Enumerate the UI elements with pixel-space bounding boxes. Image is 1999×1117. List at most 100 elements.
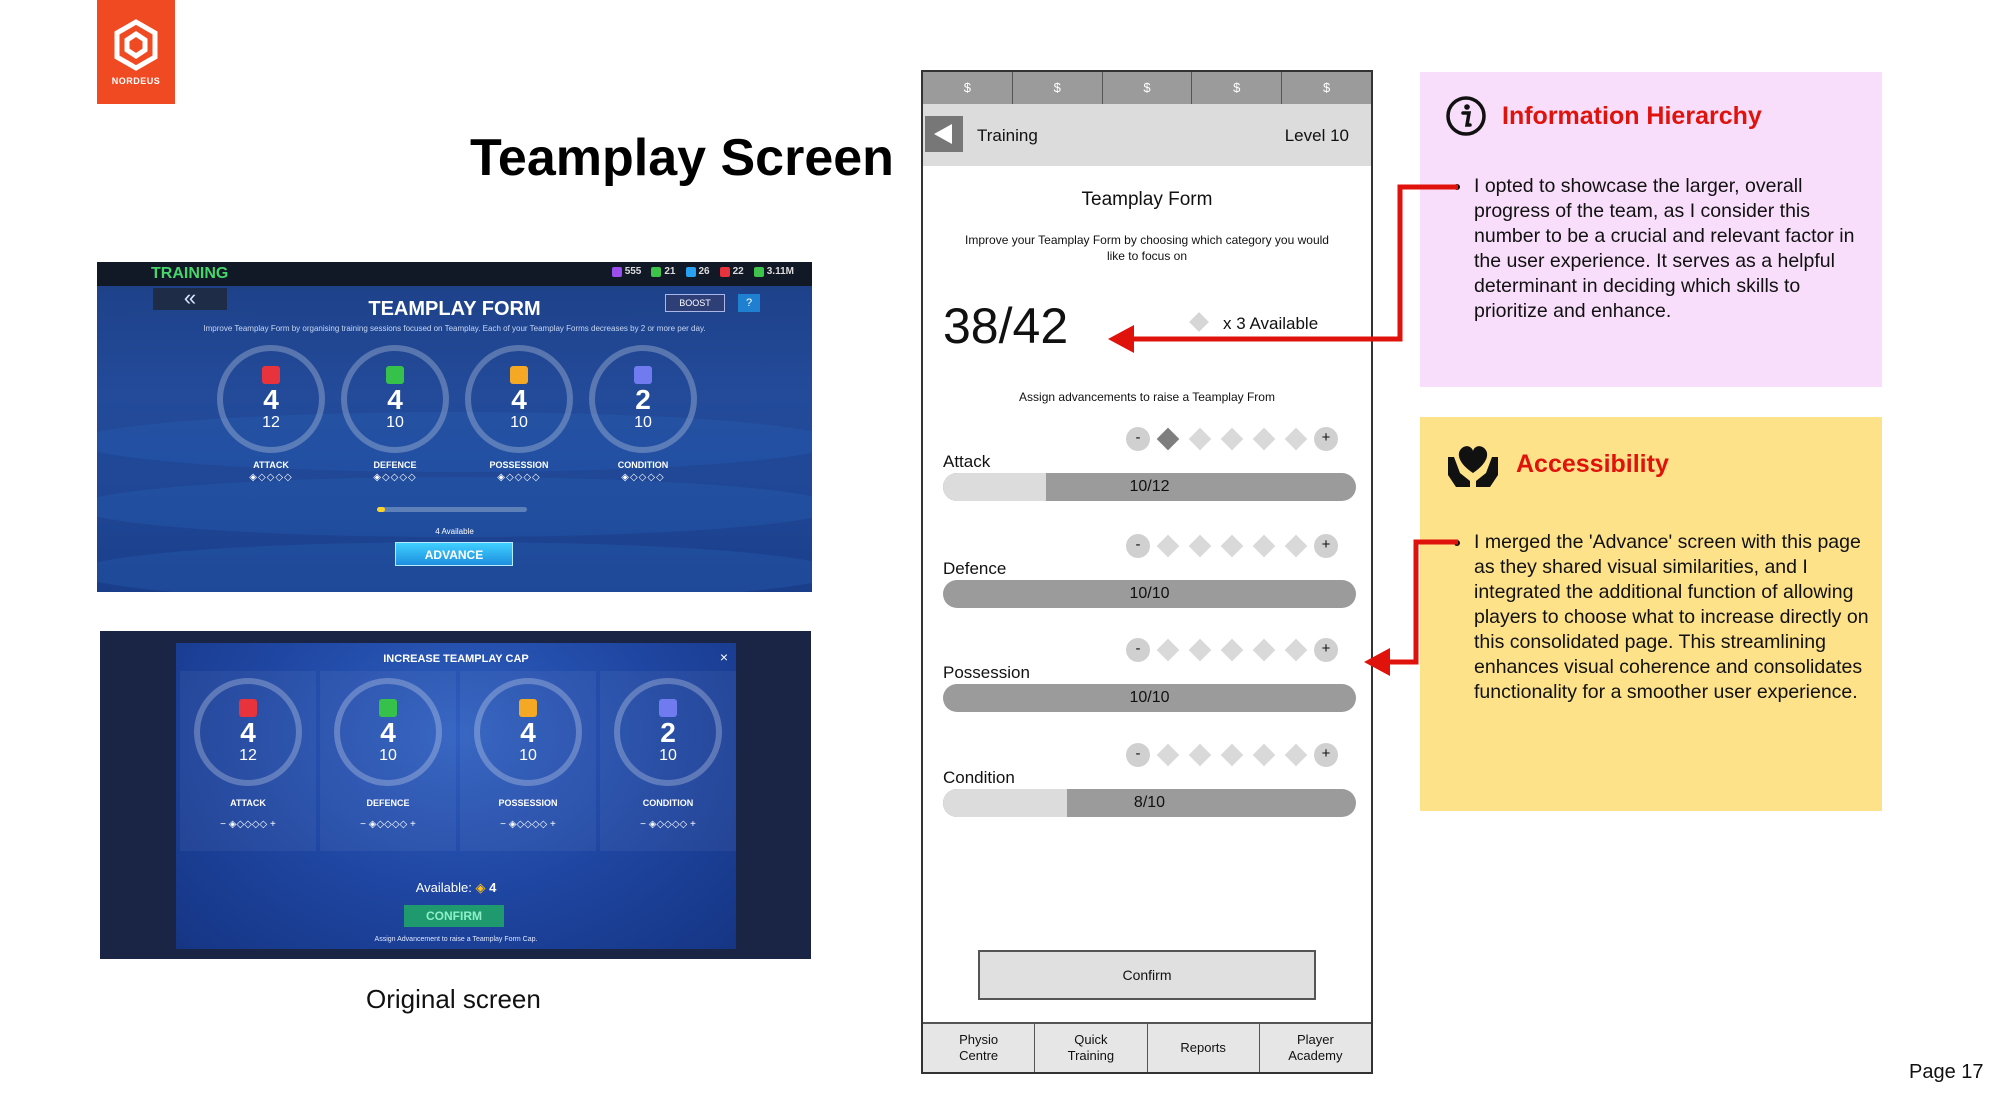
medical-icon bbox=[719, 266, 730, 277]
game-screen-subtitle: Improve Teamplay Form by organising trai… bbox=[203, 324, 706, 333]
help-button[interactable]: ? bbox=[738, 294, 760, 312]
resource-tokens: 21 bbox=[651, 266, 676, 277]
condition-icon bbox=[659, 699, 677, 717]
nav-player-academy[interactable]: Player Academy bbox=[1288, 1032, 1343, 1063]
currency-tab[interactable]: $ bbox=[1282, 72, 1371, 104]
currency-tab[interactable]: $ bbox=[1012, 72, 1103, 104]
confirm-button[interactable]: Confirm bbox=[978, 950, 1316, 1000]
game-back-button[interactable]: « bbox=[153, 287, 227, 310]
team-score: 38/42 bbox=[943, 298, 1069, 354]
modal-title: INCREASE TEAMPLAY CAP bbox=[383, 653, 529, 665]
possession-diamonds: ◈◇◇◇◇ bbox=[497, 472, 541, 483]
modal-defence-stepper[interactable]: − ◈◇◇◇◇ + bbox=[360, 819, 416, 830]
resource-money: 3.11M bbox=[753, 266, 794, 277]
modal-footer-text: Assign Advancement to raise a Teamplay F… bbox=[374, 936, 538, 943]
currency-tab[interactable]: $ bbox=[923, 72, 1013, 104]
nav-reports[interactable]: Reports bbox=[1148, 1024, 1260, 1072]
skill-stepper: -+ bbox=[1124, 534, 1340, 558]
defence-diamonds: ◈◇◇◇◇ bbox=[373, 472, 417, 483]
game-section-label: TRAINING bbox=[151, 265, 229, 282]
hands-heart-icon bbox=[1448, 446, 1498, 487]
skill-name: Possession bbox=[943, 663, 1030, 682]
skill-stepper: -+ bbox=[1124, 743, 1340, 767]
currency-tab[interactable]: $ bbox=[1102, 72, 1193, 104]
info-icon bbox=[1446, 96, 1486, 136]
wireframe-header: Training Level 10 bbox=[923, 104, 1371, 166]
wave-decoration bbox=[97, 412, 812, 472]
increase-cap-modal: INCREASE TEAMPLAY CAP × 4 12 4 10 4 10 2… bbox=[176, 643, 736, 949]
attack-label: ATTACK bbox=[253, 460, 289, 470]
modal-condition-stepper[interactable]: − ◈◇◇◇◇ + bbox=[640, 819, 696, 830]
attack-ring: 4 12 bbox=[217, 345, 325, 453]
condition-ring: 2 10 bbox=[589, 345, 697, 453]
resource-gems: 555 bbox=[611, 266, 641, 277]
hierarchy-arrow bbox=[1130, 184, 1458, 342]
bottom-nav: Physio Centre Quick Training Reports Pla… bbox=[923, 1022, 1371, 1072]
modal-close-button[interactable]: × bbox=[719, 649, 728, 665]
token-icon bbox=[651, 266, 662, 277]
modal-confirm-button[interactable]: CONFIRM bbox=[404, 905, 504, 927]
currency-tabs: $ $ $ $ $ bbox=[923, 72, 1371, 104]
advance-progress-bar bbox=[377, 507, 527, 512]
plus-button[interactable]: + bbox=[1314, 638, 1338, 662]
possession-ring: 4 10 bbox=[465, 345, 573, 453]
currency-tab[interactable]: $ bbox=[1192, 72, 1283, 104]
resource-bar: 555 21 26 22 3.11M bbox=[611, 266, 794, 277]
plus-button[interactable]: + bbox=[1314, 743, 1338, 767]
page-title: Teamplay Screen bbox=[470, 129, 894, 187]
skill-progress-fill bbox=[943, 789, 1067, 817]
available-advancements: 4 Available bbox=[435, 527, 474, 536]
minus-button[interactable]: - bbox=[1126, 427, 1150, 451]
note-title: Information Hierarchy bbox=[1502, 101, 1762, 130]
back-arrow-icon[interactable] bbox=[925, 116, 963, 152]
defence-icon bbox=[379, 699, 397, 717]
advancement-diamond-icon: ◈ bbox=[475, 880, 486, 895]
note-header: Accessibility bbox=[1444, 439, 1669, 489]
plus-button[interactable]: + bbox=[1314, 427, 1338, 451]
modal-defence-ring: 4 10 bbox=[334, 678, 442, 786]
skill-stepper: -+ bbox=[1124, 638, 1340, 662]
possession-label: POSSESSION bbox=[489, 460, 549, 470]
money-icon bbox=[753, 266, 764, 277]
note-title: Accessibility bbox=[1516, 449, 1669, 478]
arrow-head-icon bbox=[1108, 325, 1134, 353]
skill-value: 10/10 bbox=[1129, 689, 1170, 706]
game-screen-title: TEAMPLAY FORM bbox=[368, 298, 541, 320]
attack-diamonds: ◈◇◇◇◇ bbox=[249, 472, 293, 483]
gem-icon bbox=[611, 266, 622, 277]
modal-possession-stepper[interactable]: − ◈◇◇◇◇ + bbox=[500, 819, 556, 830]
skill-name: Defence bbox=[943, 559, 1007, 578]
modal-attack-stepper[interactable]: − ◈◇◇◇◇ + bbox=[220, 819, 276, 830]
defence-icon bbox=[386, 366, 404, 384]
page-number: Page 17 bbox=[1909, 1061, 1984, 1083]
modal-defence-label: DEFENCE bbox=[366, 798, 410, 808]
wireframe-phone: $ $ $ $ $ Training Level 10 Teamplay For… bbox=[921, 70, 1373, 1074]
boost-button[interactable]: BOOST bbox=[665, 294, 725, 312]
header-level: Level 10 bbox=[1284, 126, 1349, 145]
nav-quick-training[interactable]: Quick Training bbox=[1035, 1024, 1148, 1072]
original-screenshot-teamplay: TRAINING 555 21 26 22 3.11M « TEAMPLAY F… bbox=[97, 262, 812, 592]
assign-instruction: Assign advancements to raise a Teamplay … bbox=[1019, 390, 1275, 404]
attack-icon bbox=[262, 366, 280, 384]
modal-attack-label: ATTACK bbox=[230, 798, 266, 808]
modal-condition-ring: 2 10 bbox=[614, 678, 722, 786]
attack-icon bbox=[239, 699, 257, 717]
skill-value: 8/10 bbox=[1133, 794, 1166, 811]
modal-condition-label: CONDITION bbox=[642, 798, 694, 808]
original-screen-caption: Original screen bbox=[366, 984, 541, 1014]
advance-button[interactable]: ADVANCE bbox=[395, 542, 513, 566]
skill-progress-fill bbox=[943, 473, 1047, 501]
minus-button[interactable]: - bbox=[1126, 638, 1150, 662]
resource-rest: 26 bbox=[685, 266, 710, 277]
condition-diamonds: ◈◇◇◇◇ bbox=[621, 472, 665, 483]
modal-possession-ring: 4 10 bbox=[474, 678, 582, 786]
plus-button[interactable]: + bbox=[1314, 534, 1338, 558]
skill-name: Attack bbox=[943, 452, 991, 471]
minus-button[interactable]: - bbox=[1126, 743, 1150, 767]
minus-button[interactable]: - bbox=[1126, 534, 1150, 558]
game-top-bar: TRAINING 555 21 26 22 3.11M bbox=[97, 262, 812, 286]
skill-progress-bar: 8/10 bbox=[943, 789, 1356, 817]
nav-physio-centre[interactable]: Physio Centre bbox=[923, 1024, 1036, 1072]
note-accessibility: Accessibility I merged the 'Advance' scr… bbox=[1420, 417, 1882, 811]
